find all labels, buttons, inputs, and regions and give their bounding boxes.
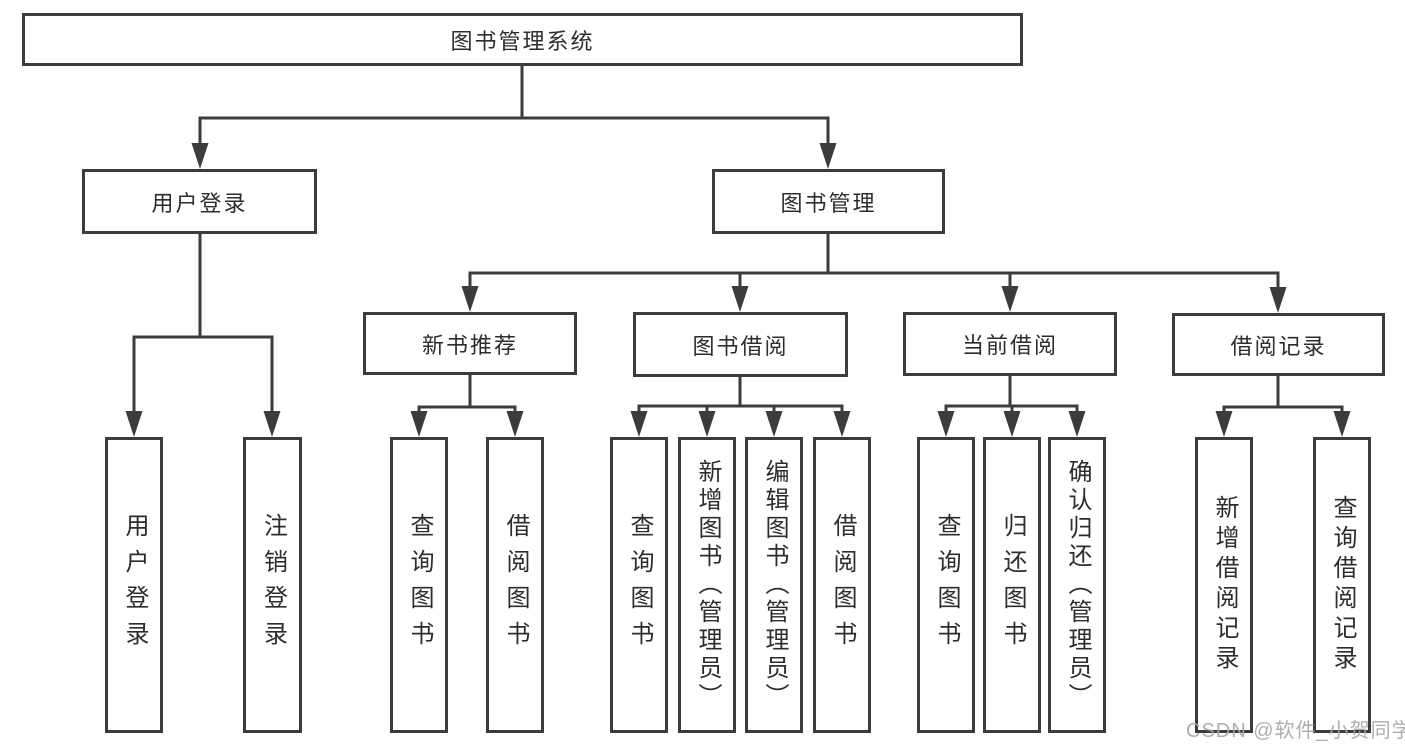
connector-bookborrow-children [637, 375, 844, 415]
arrowheads-level3 [461, 286, 1287, 313]
arrowheads-bookborrow-children [630, 411, 851, 437]
connector-newbookrec-children [417, 374, 517, 416]
leaf-br-query-record: 查询借阅记录 [1313, 437, 1371, 733]
leaf-cb-query-books: 查询图书 [917, 437, 975, 733]
connector-currentborrow-children [944, 374, 1079, 415]
csdn-watermark: CSDN @软件_小贺同学 [1186, 720, 1405, 742]
leaf-rec-query-books: 查询图书 [390, 437, 448, 733]
leaf-cb-return-books: 归还图书 [983, 437, 1041, 733]
connector-root-to-level2 [198, 64, 830, 148]
leaf-bb-add-books-admin: 新增图书（管理员） [678, 437, 736, 733]
leaf-user-login: 用户登录 [105, 437, 163, 733]
connector-bookmgmt-children [468, 234, 1280, 291]
node-book-borrow: 图书借阅 [633, 312, 848, 377]
leaf-br-add-record: 新增借阅记录 [1195, 437, 1253, 733]
connector-borrowrecords-children [1222, 374, 1344, 416]
node-book-management: 图书管理 [712, 169, 945, 234]
connector-userlogin-children [132, 232, 274, 416]
node-current-borrow: 当前借阅 [903, 312, 1117, 376]
leaf-rec-borrow-books: 借阅图书 [486, 437, 544, 733]
arrowheads-userlogin-children [125, 411, 281, 437]
node-user-login: 用户登录 [82, 169, 317, 234]
leaf-bb-query-books: 查询图书 [610, 437, 668, 733]
arrowheads-level2 [191, 143, 837, 169]
leaf-cb-confirm-return-admin: 确认归还（管理员） [1048, 437, 1106, 733]
leaf-bb-edit-books-admin: 编辑图书（管理员） [745, 437, 803, 733]
node-root-system: 图书管理系统 [22, 13, 1023, 66]
arrowheads-borrowrecords-children [1215, 411, 1351, 437]
leaf-bb-borrow-books: 借阅图书 [813, 437, 871, 733]
node-borrow-records: 借阅记录 [1172, 313, 1385, 376]
node-new-book-recommend: 新书推荐 [363, 312, 577, 375]
arrowheads-newbookrec-children [410, 411, 524, 437]
leaf-logout: 注销登录 [243, 437, 302, 733]
arrowheads-currentborrow-children [937, 411, 1086, 437]
